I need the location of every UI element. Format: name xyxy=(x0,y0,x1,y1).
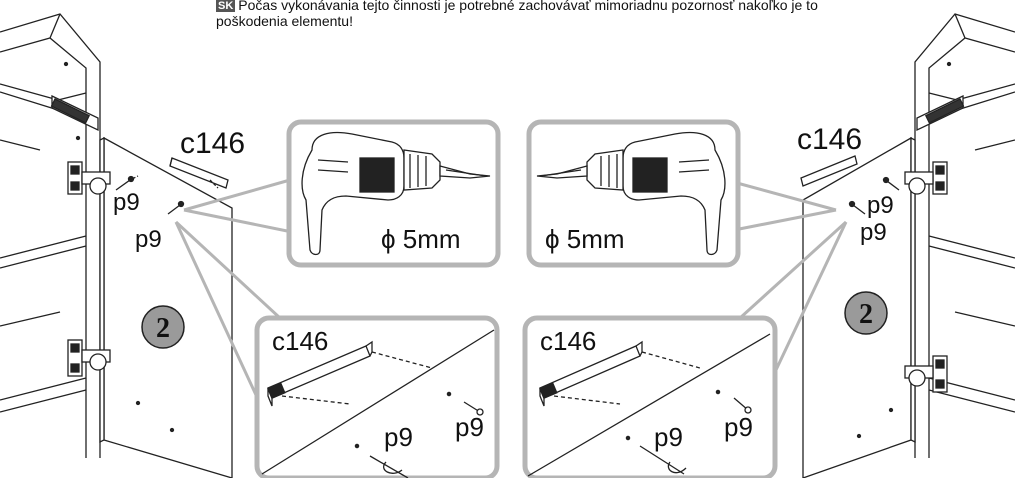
screw-label-right-b: p9 xyxy=(860,219,887,246)
handle-callout-right xyxy=(522,315,778,478)
screw-detail-label-right-a: p9 xyxy=(654,422,683,452)
screw-detail-label-right-b: p9 xyxy=(724,412,753,442)
handle-detail-left xyxy=(261,329,495,478)
drill-icon-left xyxy=(301,131,491,256)
handle-callout-left xyxy=(254,315,500,478)
screw-label-right-a: p9 xyxy=(867,192,894,219)
door-number-left: 2 xyxy=(156,313,170,344)
handle-label-right: c146 xyxy=(797,123,862,156)
door-number-badge-left: 2 xyxy=(141,305,185,349)
drill-size-right: ϕ 5mm xyxy=(545,224,625,254)
left-hinge-bottom xyxy=(67,339,111,377)
language-badge: SK xyxy=(216,0,236,12)
left-screws xyxy=(115,175,185,215)
screw-label-left-a: p9 xyxy=(113,189,140,216)
left-handle xyxy=(169,157,229,189)
warning-text-line1: Počas vykonávania tejto činnosti je potr… xyxy=(238,0,818,13)
screw-detail-label-left-b: p9 xyxy=(455,412,484,442)
door-number-badge-right: 2 xyxy=(844,291,888,335)
warning-text-line2: poškodenia elementu! xyxy=(216,13,353,29)
screw-detail-label-left-a: p9 xyxy=(384,422,413,452)
handle-detail-label-left: c146 xyxy=(272,326,328,356)
door-number-right: 2 xyxy=(859,299,873,330)
left-hinge-top xyxy=(67,161,111,195)
drill-icon-right xyxy=(536,131,726,256)
handle-detail-label-right: c146 xyxy=(540,326,596,356)
screw-label-left-b: p9 xyxy=(135,226,162,253)
handle-detail-right xyxy=(527,333,771,477)
handle-label-left: c146 xyxy=(180,127,245,160)
left-cabinet xyxy=(0,13,101,458)
drill-size-left: ϕ 5mm xyxy=(381,224,461,254)
